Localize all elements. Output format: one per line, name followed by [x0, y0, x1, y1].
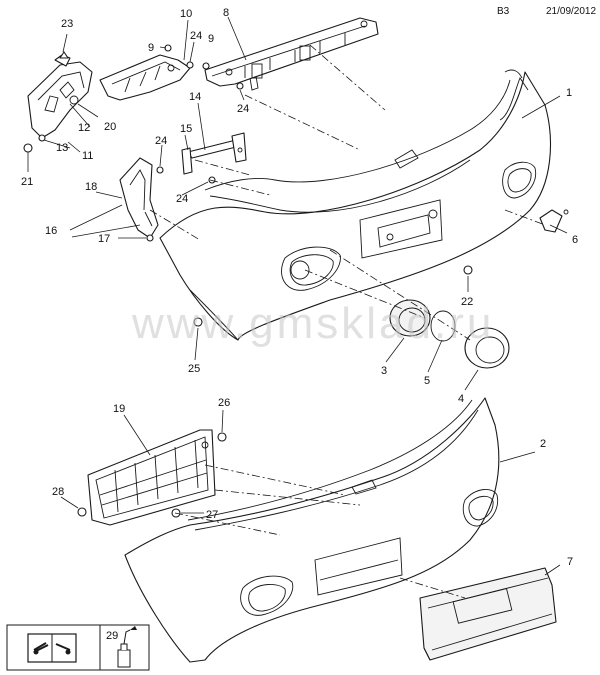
callout-22: 22: [461, 296, 473, 308]
callout-24d: 24: [176, 193, 188, 205]
callout-9a: 9: [148, 42, 154, 54]
service-manual-icon: [27, 633, 77, 663]
watermark: www.gmsklad.ru: [131, 299, 494, 348]
reflector-ring-5: [430, 310, 456, 342]
diagram-date: 21/09/2012: [546, 6, 596, 17]
license-plate-trim-7: [419, 567, 557, 661]
adhesive-bottle-icon: [117, 626, 137, 668]
callout-14: 14: [189, 91, 201, 103]
screw-24a: [186, 61, 194, 69]
callout-7: 7: [567, 556, 573, 568]
callout-2: 2: [540, 438, 546, 450]
screw-22: [463, 265, 473, 275]
callout-11: 11: [82, 150, 93, 162]
screw-21: [23, 143, 33, 153]
screw-26: [217, 432, 227, 442]
diagram-code: B3: [497, 6, 510, 17]
callout-9b: 9: [208, 33, 214, 45]
screw-24b: [236, 82, 244, 90]
callout-24b: 24: [237, 103, 249, 115]
rear-bumper-cover-1: [159, 69, 552, 341]
callout-13: 13: [56, 142, 68, 154]
callout-23: 23: [61, 18, 73, 30]
bumper-cover-2: [124, 397, 500, 663]
side-clip-6: [539, 209, 569, 233]
side-guide-16: [119, 157, 159, 239]
screw-28: [77, 507, 87, 517]
bumper-beam-8: [204, 17, 379, 91]
reflector-3: [389, 299, 431, 337]
legend-box: 29: [6, 624, 150, 671]
callout-4: 4: [458, 393, 464, 405]
bracket-10: [99, 54, 191, 101]
callout-24a: 24: [190, 30, 202, 42]
clip-9b: [202, 62, 210, 70]
callout-17: 17: [98, 233, 110, 245]
callout-26: 26: [218, 397, 230, 409]
callout-24c: 24: [155, 135, 167, 147]
guide-bracket-14: [181, 132, 247, 175]
screw-17: [146, 234, 154, 242]
reflector-4: [464, 327, 510, 369]
callout-8: 8: [223, 7, 229, 19]
callout-25: 25: [188, 363, 200, 375]
callout-20: 20: [104, 121, 116, 133]
callout-10: 10: [180, 8, 192, 20]
callout-27: 27: [206, 509, 218, 521]
callout-19: 19: [113, 403, 125, 415]
callout-16: 16: [45, 225, 57, 237]
callout-18: 18: [85, 181, 97, 193]
callout-21: 21: [21, 176, 33, 188]
callout-1: 1: [566, 87, 572, 99]
screw-24c: [156, 166, 164, 174]
screw-13: [38, 134, 46, 142]
callout-6: 6: [572, 234, 578, 246]
clip-25: [193, 317, 203, 327]
legend-number: 29: [106, 630, 118, 642]
screw-23: [59, 51, 69, 59]
callout-28: 28: [52, 486, 64, 498]
callout-12: 12: [78, 122, 90, 134]
callout-15: 15: [180, 123, 192, 135]
callout-3: 3: [381, 365, 387, 377]
screw-24d: [208, 176, 216, 184]
inner-bracket-19: [87, 429, 216, 526]
callout-5: 5: [424, 375, 430, 387]
